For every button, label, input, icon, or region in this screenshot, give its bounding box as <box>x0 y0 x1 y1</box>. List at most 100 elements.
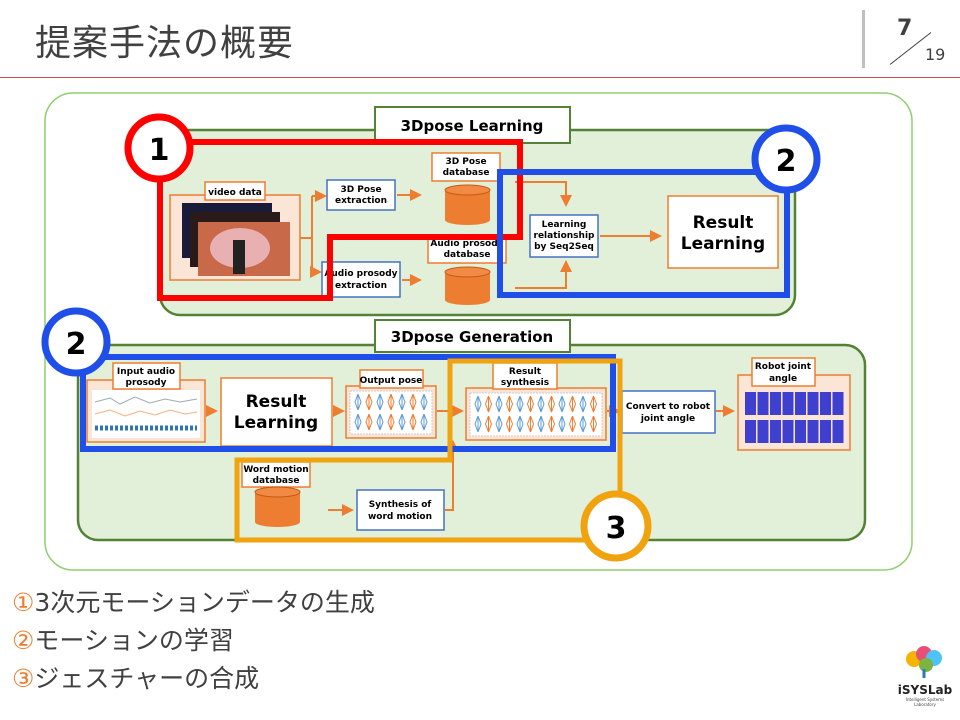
logo-subtitle: Intelligent Systems Laboratory <box>905 697 945 707</box>
pose-figure <box>484 415 493 433</box>
word-synth-line1: Synthesis of <box>369 500 432 510</box>
input-audio-line2: prosody <box>126 378 167 388</box>
pose-figure <box>398 393 406 411</box>
robot-figure <box>782 392 794 415</box>
pose-figure <box>526 415 535 433</box>
robot-figure <box>820 420 831 443</box>
result-learning-line2: Learning <box>681 234 765 254</box>
region-2-highlight <box>497 169 790 298</box>
marker-3-label: 3 <box>606 511 627 546</box>
pose-figure <box>495 415 503 433</box>
result-learning-line1: Result <box>693 213 754 233</box>
pose-figure <box>376 413 384 431</box>
item-number: ③ <box>12 664 35 693</box>
pose-extraction-line1: 3D Pose <box>340 185 381 195</box>
item-text: モーションの学習 <box>34 626 234 655</box>
result-synthesis-line2: synthesis <box>501 378 549 388</box>
gen-result-line2: Learning <box>234 413 318 433</box>
word-db-line2: database <box>253 476 300 486</box>
item-number: ① <box>12 588 35 617</box>
robot-figure <box>770 420 781 443</box>
audio-extraction-line2: extraction <box>335 281 387 291</box>
output-pose-label: Output pose <box>360 376 423 386</box>
robot-figures <box>745 392 844 443</box>
pose-figure <box>376 393 384 411</box>
pose-figure <box>495 395 503 413</box>
pose-figure <box>526 395 535 413</box>
pose-figure <box>579 395 587 413</box>
learning-title: 3Dpose Learning <box>401 117 544 135</box>
pose-figure <box>558 395 566 413</box>
robot-figure <box>745 420 756 443</box>
region-1-highlight <box>157 139 523 301</box>
pose-extraction-line2: extraction <box>335 196 387 206</box>
word-synth-line2: word motion <box>368 512 432 522</box>
header-bar <box>862 10 865 68</box>
pose-figure <box>589 395 598 413</box>
pose-figure <box>547 415 556 433</box>
generation-title: 3Dpose Generation <box>391 328 553 346</box>
marker-2 <box>751 124 821 194</box>
summary-item: ②モーションの学習 <box>12 622 375 660</box>
marker-1 <box>124 113 194 183</box>
robot-figure <box>757 392 769 415</box>
pose-figure <box>568 415 577 433</box>
method-diagram: 3Dpose Learning video data 3D Pose extra… <box>41 92 913 571</box>
seq2seq-line3: by Seq2Seq <box>534 242 594 252</box>
pose-figure <box>484 395 493 413</box>
item-number: ② <box>12 626 35 655</box>
marker-1-label: 1 <box>149 133 170 168</box>
synthesis-figures <box>469 392 603 437</box>
result-synthesis-line1: Result <box>509 367 542 377</box>
pose-figure <box>568 395 577 413</box>
audio-extraction-line1: Audio prosody <box>324 269 397 279</box>
pose-figure <box>474 395 482 413</box>
audio-db-line1: Audio prosody <box>430 239 503 249</box>
pose-db-line2: database <box>443 168 490 178</box>
convert-line1: Convert to robot <box>626 402 711 412</box>
item-text: 3次元モーションデータの生成 <box>34 588 375 617</box>
pose-figure <box>387 393 395 411</box>
summary-item: ③ジェスチャーの合成 <box>12 660 375 698</box>
item-text: ジェスチャーの合成 <box>34 664 260 693</box>
pose-figure <box>398 413 406 431</box>
marker-2b-label: 2 <box>66 327 87 362</box>
summary-list: ①3次元モーションデータの生成 ②モーションの学習 ③ジェスチャーの合成 <box>12 584 375 698</box>
brain-gears-icon <box>906 646 942 678</box>
pose-figure <box>537 415 545 433</box>
pose-figure <box>409 413 417 431</box>
pose-figure <box>579 415 587 433</box>
input-audio-line1: Input audio <box>117 367 175 377</box>
robot-figure <box>770 392 781 415</box>
robot-figure <box>795 420 806 443</box>
robot-figure <box>782 420 794 443</box>
logo-name: iSYSLab <box>897 683 953 697</box>
robot-figure <box>807 392 819 415</box>
learning-title-box <box>374 106 571 144</box>
video-speaker <box>233 240 245 274</box>
pose-figure <box>505 395 514 413</box>
pose-figure <box>516 395 524 413</box>
database-icon <box>254 486 301 527</box>
slide-title: 提案手法の概要 <box>35 23 295 64</box>
region-2-highlight <box>80 354 616 452</box>
robot-figure <box>745 392 756 415</box>
robot-figure <box>832 420 844 443</box>
seq2seq-line2: relationship <box>534 231 596 241</box>
marker-2-label: 2 <box>776 144 797 179</box>
summary-item: ①3次元モーションデータの生成 <box>12 584 375 622</box>
robot-figure <box>795 392 806 415</box>
pose-figure <box>589 415 598 433</box>
region-3-highlight <box>234 358 623 543</box>
robot-figure <box>757 420 769 443</box>
seq2seq-line1: Learning <box>542 220 587 230</box>
word-db-line1: Word motion <box>243 465 308 475</box>
marker-3 <box>580 490 652 562</box>
database-icon <box>444 266 491 305</box>
pose-figure <box>354 393 362 411</box>
robot-figure <box>820 392 831 415</box>
gen-result-line1: Result <box>246 392 307 412</box>
pose-figure <box>409 393 417 411</box>
audio-db-line2: database <box>444 250 491 260</box>
